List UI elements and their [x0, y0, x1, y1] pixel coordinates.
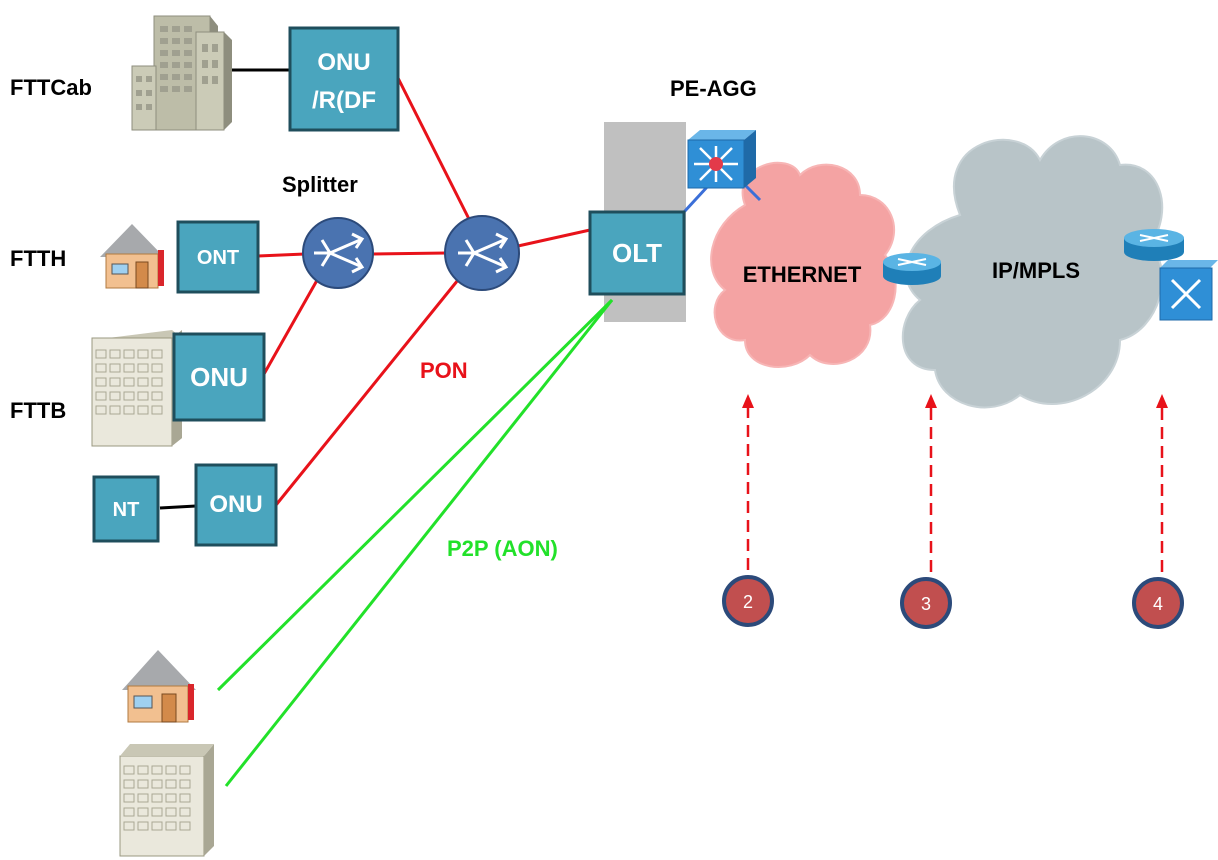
- nt-box[interactable]: NT: [92, 475, 160, 543]
- p2p-links: [216, 298, 614, 787]
- marker-3-label: 3: [921, 594, 931, 614]
- peagg-ethernet-link: [742, 182, 762, 202]
- onu-nt-label: ONU: [209, 491, 262, 518]
- splitter-icon-2[interactable]: [444, 215, 520, 291]
- router-icon-core[interactable]: [1124, 229, 1184, 261]
- fttb-label: FTTB: [10, 398, 66, 423]
- ethernet-cloud: [710, 161, 897, 368]
- ipmpls-label: IP/MPLS: [992, 258, 1080, 283]
- marker-4: 4: [1132, 577, 1184, 629]
- pon-label: PON: [420, 358, 468, 383]
- ethernet-label: ETHERNET: [743, 262, 862, 287]
- onu-rdf-box[interactable]: ONU /R(DF: [288, 26, 400, 132]
- ont-box[interactable]: ONT: [176, 220, 260, 294]
- house-icon-p2p: [122, 650, 196, 723]
- router-icon-edge[interactable]: [883, 253, 941, 285]
- marker-2: 2: [722, 575, 774, 627]
- arrow-3: [925, 394, 937, 572]
- marker-2-label: 2: [743, 592, 753, 612]
- p2p-label: P2P (AON): [447, 536, 558, 561]
- nt-link: [159, 504, 197, 510]
- pe-agg-switch-icon[interactable]: [687, 130, 756, 189]
- pon-links: [257, 77, 591, 506]
- olt-box[interactable]: OLT: [588, 210, 686, 296]
- ftth-label: FTTH: [10, 246, 66, 271]
- marker-3: 3: [900, 577, 952, 629]
- arrow-2: [742, 394, 754, 570]
- ont-label: ONT: [197, 247, 239, 269]
- office-tower-icon: [131, 15, 232, 131]
- nt-label: NT: [113, 499, 140, 521]
- onu-fttb-label: ONU: [190, 362, 248, 392]
- onu-nt-box[interactable]: ONU: [194, 463, 278, 547]
- onu-rdf-line2: /R(DF: [312, 87, 376, 114]
- olt-peagg-link: [682, 184, 710, 214]
- apartment-icon-p2p: [119, 744, 214, 857]
- pe-agg-label: PE-AGG: [670, 76, 757, 101]
- fttcab-label: FTTCab: [10, 75, 92, 100]
- olt-label: OLT: [612, 238, 662, 268]
- onu-fttb-box[interactable]: ONU: [172, 332, 266, 422]
- onu-rdf-line1: ONU: [317, 49, 370, 76]
- arrow-4: [1156, 394, 1168, 572]
- splitter-icon-1[interactable]: [302, 217, 374, 289]
- splitter-label: Splitter: [282, 172, 358, 197]
- house-icon-ftth: [100, 224, 164, 289]
- apartment-icon-fttb: [91, 330, 182, 447]
- core-switch-icon[interactable]: [1159, 260, 1218, 321]
- ipmpls-cloud: [901, 135, 1164, 409]
- marker-4-label: 4: [1153, 594, 1163, 614]
